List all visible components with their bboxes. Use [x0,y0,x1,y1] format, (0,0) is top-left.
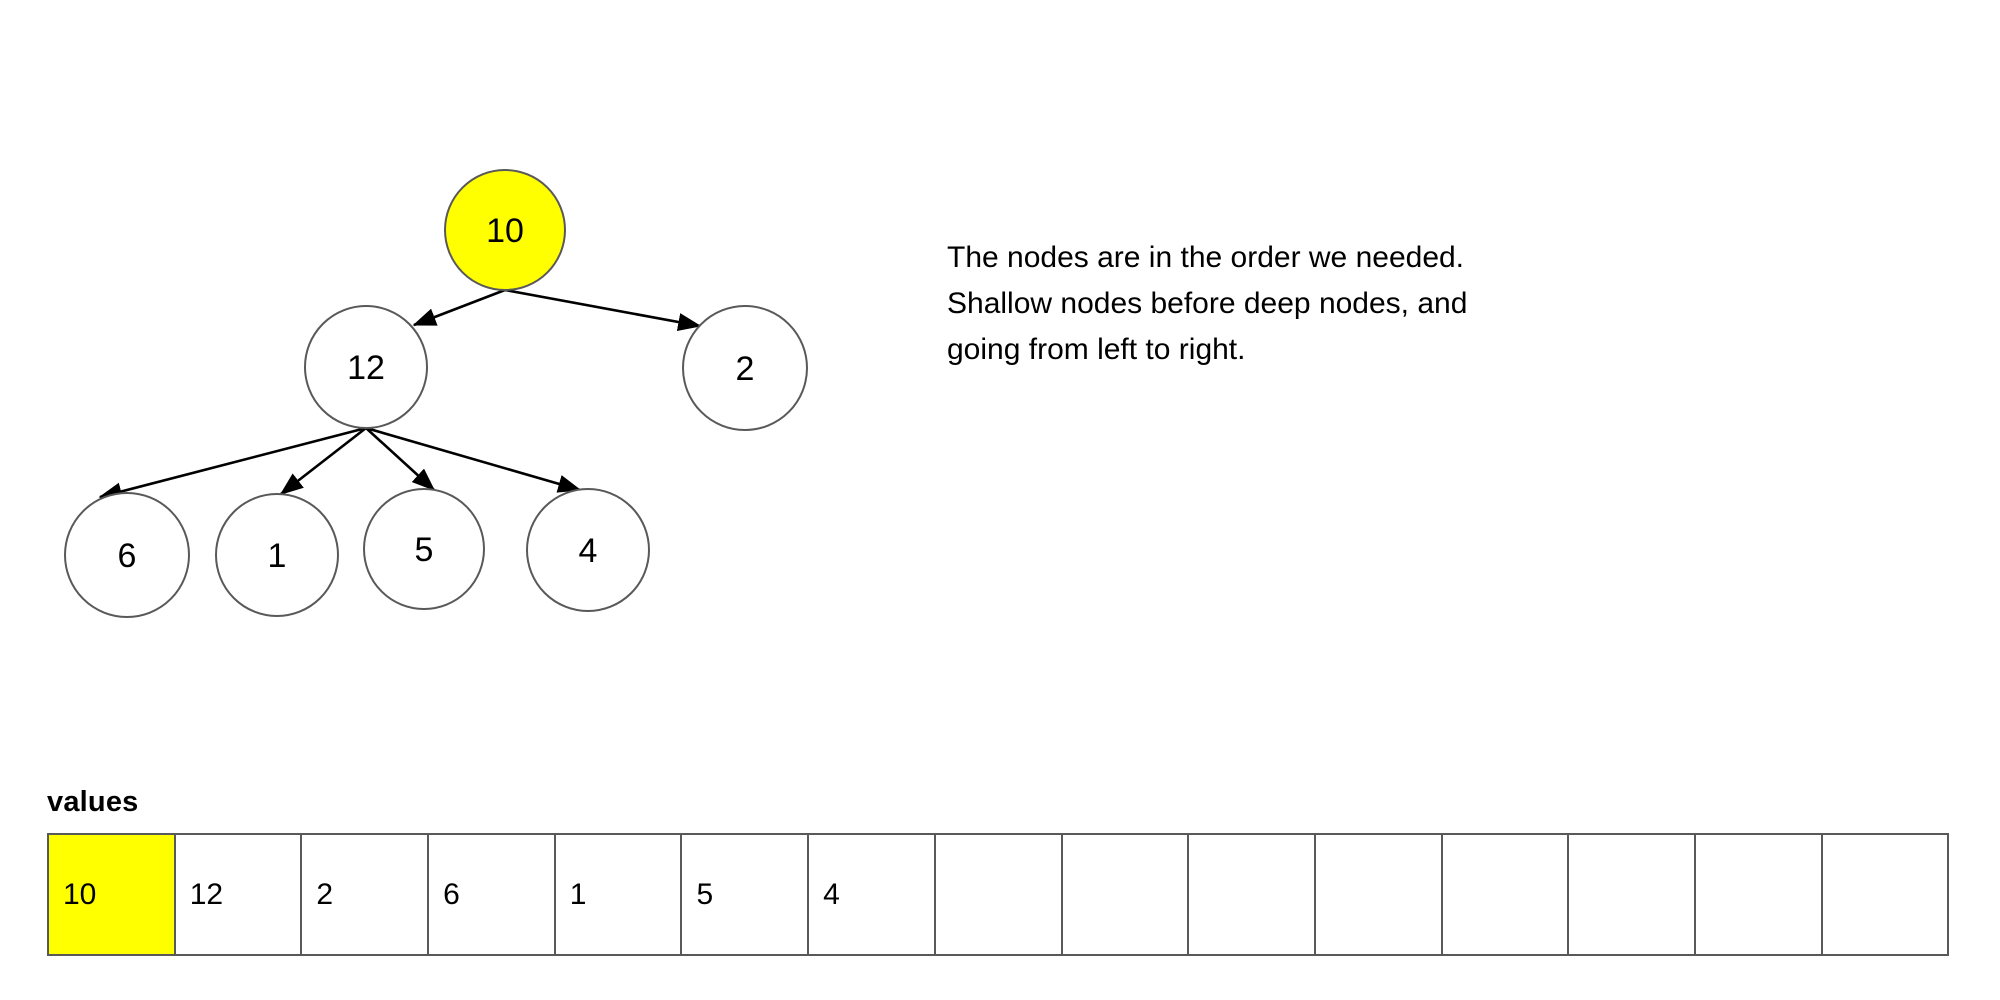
values-label: values [47,786,139,818]
values-cell-7[interactable] [933,833,1063,956]
values-cell-0[interactable]: 10 [47,833,176,956]
values-cell-8[interactable] [1060,833,1190,956]
node-circle-12[interactable] [304,305,428,429]
node-label-6: 6 [118,537,137,575]
node-label-1: 1 [268,537,287,575]
node-label-2: 2 [736,350,755,388]
tree-nodes: 10 12 2 6 1 5 4 [64,169,808,618]
node-label-5: 5 [415,531,434,569]
node-circle-10[interactable] [444,169,566,291]
tree-edge-root-to-n2 [504,288,702,331]
tree-node-12[interactable]: 12 [304,305,428,429]
tree-node-6[interactable]: 6 [64,492,190,618]
values-cell-9[interactable] [1187,833,1316,956]
values-cell-12[interactable] [1567,833,1696,956]
values-cell-14[interactable] [1820,833,1950,956]
node-label-10: 10 [486,212,524,250]
tree-node-4[interactable]: 4 [526,488,650,612]
values-cell-2[interactable]: 2 [300,833,430,956]
node-label-12: 12 [347,349,385,387]
tree-edge-n12-to-n6 [98,426,367,501]
values-cell-6[interactable]: 4 [807,833,936,956]
tree-edge-n12-to-n1 [279,426,367,496]
values-cell-1[interactable]: 12 [173,833,303,956]
values-cell-11[interactable] [1440,833,1570,956]
node-circle-4[interactable] [526,488,650,612]
tree-edge-n12-to-n5 [365,427,436,492]
tree-edge-root-to-n12 [412,288,506,327]
values-cell-3[interactable]: 6 [427,833,556,956]
tree-edges [98,288,702,501]
explanation-text: The nodes are in the order we needed. Sh… [947,241,1468,366]
values-cell-5[interactable]: 5 [680,833,810,956]
tree-edge-n12-to-n4 [365,426,582,493]
tree-diagram: 10 12 2 6 1 5 4 [64,169,808,618]
values-cell-13[interactable] [1693,833,1823,956]
node-label-4: 4 [579,532,598,570]
values-cell-4[interactable]: 1 [553,833,683,956]
node-circle-2[interactable] [682,305,808,431]
node-circle-6[interactable] [64,492,190,618]
tree-node-1[interactable]: 1 [215,493,339,617]
values-cell-10[interactable] [1313,833,1443,956]
node-circle-5[interactable] [363,488,485,610]
tree-node-2[interactable]: 2 [682,305,808,431]
node-circle-1[interactable] [215,493,339,617]
tree-node-10[interactable]: 10 [444,169,566,291]
tree-node-5[interactable]: 5 [363,488,485,610]
